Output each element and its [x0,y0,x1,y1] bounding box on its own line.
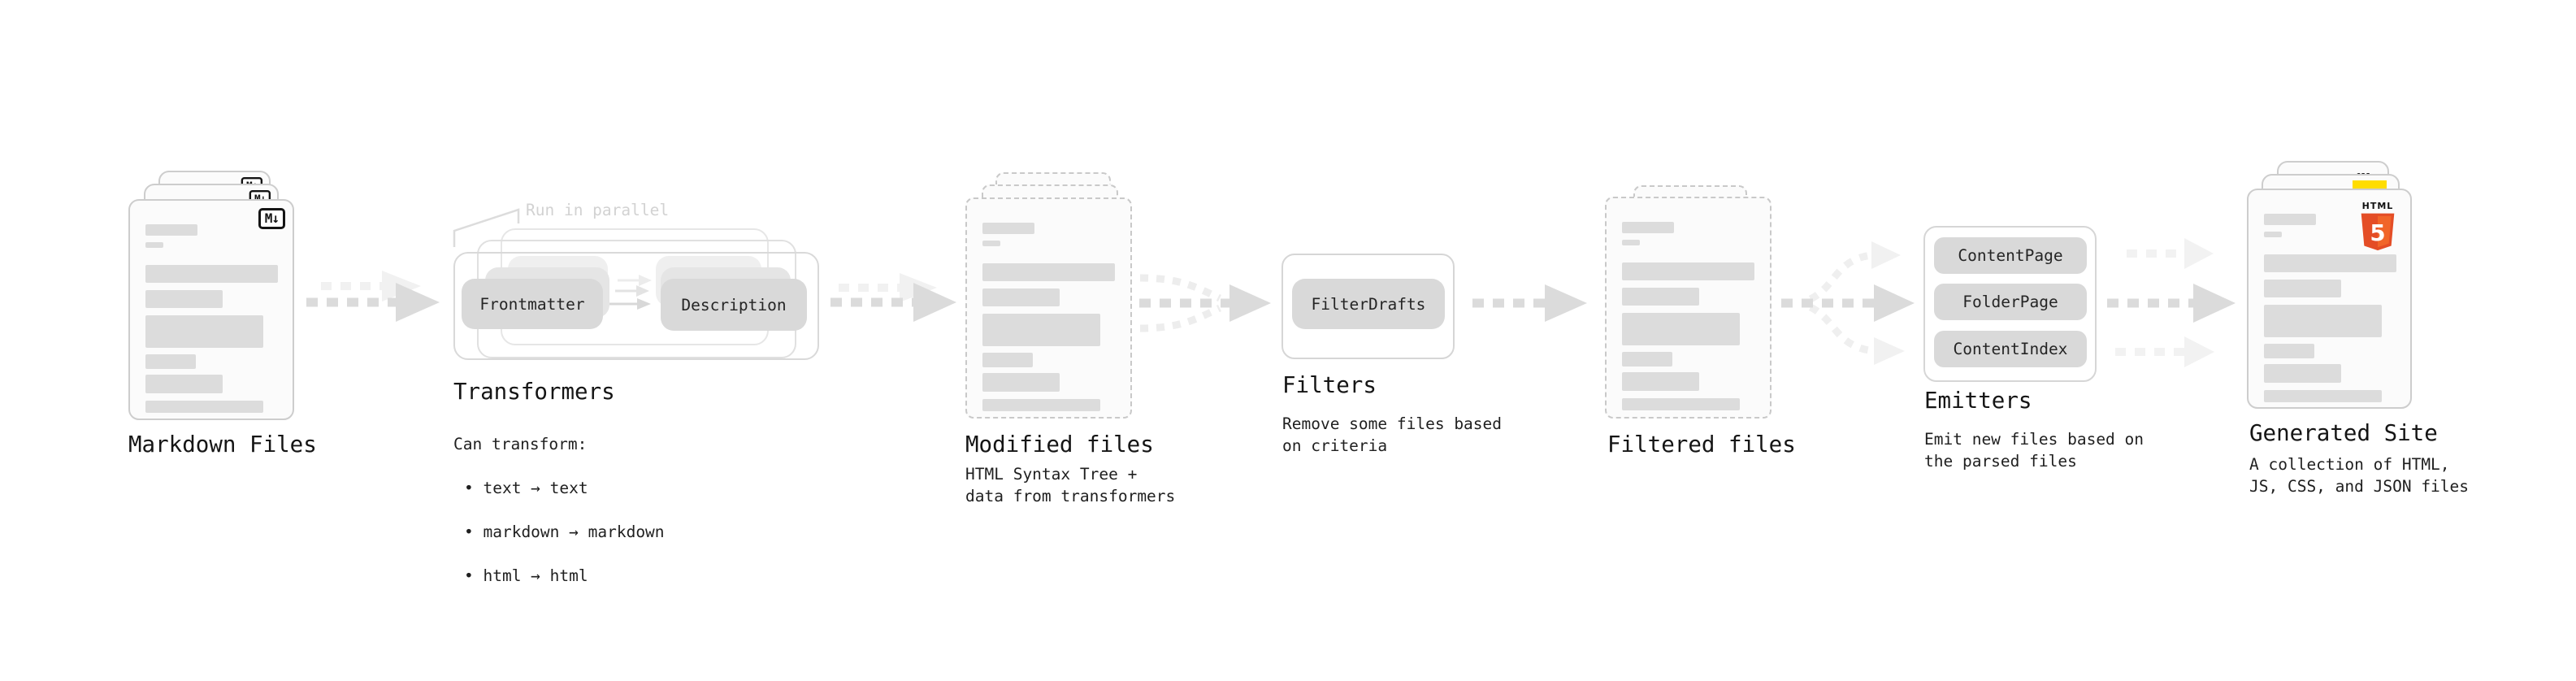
stage-label-markdown-files: Markdown Files [128,432,317,458]
doc-line [2264,280,2341,297]
doc-line [982,223,1034,234]
doc-line [145,315,263,348]
doc-line [1622,372,1699,391]
markdown-files-stack: M↓ M↓ M↓ [128,171,299,423]
doc-line [2264,254,2396,272]
generated-site-caption: A collection of HTML, JS, CSS, and JSON … [2249,455,2470,496]
doc-line [145,401,263,413]
doc-line [2264,214,2316,225]
transformers-caption: Can transform: • text → text • markdown … [453,411,665,609]
stage-label-modified-files: Modified files [965,432,1154,458]
document-text-placeholder [145,201,284,413]
html5-icon: HTML 5 [2353,197,2402,258]
caption-bullet: • html → html [464,566,588,585]
doc-line [1622,288,1699,306]
doc-line [982,373,1060,392]
arrow-markdown-to-transformers [306,271,440,322]
filterdrafts-pill: FilterDrafts [1292,279,1445,329]
contentpage-emitter-pill: ContentPage [1934,237,2087,274]
doc-line [1622,398,1740,410]
arrow-modified-to-filters-merge [1139,274,1271,332]
document-text-placeholder [982,199,1121,411]
description-transformer-pill: Description [661,279,807,331]
arrow-filtered-to-emitters-fanout [1781,241,1915,365]
folderpage-emitter-pill: FolderPage [1934,284,2087,320]
caption-bullet: • markdown → markdown [464,523,665,541]
arrow-filters-to-filtered [1472,284,1587,322]
caption-bullet: • text → text [464,479,588,497]
html-file-card: HTML 5 [2247,189,2412,409]
markdown-icon: M↓ [258,208,285,229]
doc-line [2264,344,2314,358]
doc-line [145,224,197,236]
stage-label-filters: Filters [1282,372,1377,398]
doc-line [145,242,163,248]
stage-label-emitters: Emitters [1924,388,2032,414]
doc-line [982,241,1000,246]
doc-line [982,288,1060,306]
filters-caption: Remove some files based on criteria [1282,414,1503,455]
filtered-files-stack [1605,185,1776,429]
transformer-layer-box [453,252,819,360]
frontmatter-transformer-pill: Frontmatter [462,279,603,329]
filtered-file-card [1605,197,1772,419]
doc-line [982,353,1033,367]
doc-line [1622,222,1674,233]
generated-site-stack: CSS HTML 5 [2247,161,2418,413]
modified-file-card [965,197,1132,419]
doc-line [1622,352,1672,367]
stage-label-generated-site: Generated Site [2249,420,2438,446]
stage-label-transformers: Transformers [453,379,615,405]
doc-line [982,263,1115,281]
doc-line [145,375,223,393]
doc-line [2264,232,2282,237]
run-in-parallel-callout: Run in parallel [526,201,670,219]
doc-line [982,399,1100,411]
stage-label-filtered-files: Filtered files [1607,432,1796,458]
doc-line [1622,313,1740,345]
modified-files-caption: HTML Syntax Tree + data from transformer… [965,465,1176,505]
doc-line [2264,390,2382,402]
doc-line [1622,262,1754,280]
doc-line [145,265,278,283]
markdown-file-card: M↓ [128,199,294,420]
doc-line [2264,305,2382,337]
svg-text:5: 5 [2370,219,2385,246]
html5-icon-label: HTML [2361,201,2394,211]
modified-files-stack [965,172,1136,424]
caption-line: Can transform: [453,435,588,453]
document-text-placeholder [2264,190,2402,402]
arrow-emitters-to-generated [2107,238,2236,367]
html5-shield: 5 [2361,213,2395,251]
doc-line [982,314,1100,346]
emitters-caption: Emit new files based on the parsed files [1924,430,2144,471]
document-text-placeholder [1622,198,1760,410]
doc-line [1622,240,1640,245]
doc-line [145,354,196,369]
doc-line [145,290,223,308]
arrow-transformers-to-modified [830,273,956,322]
contentindex-emitter-pill: ContentIndex [1934,331,2087,367]
doc-line [2264,364,2341,383]
